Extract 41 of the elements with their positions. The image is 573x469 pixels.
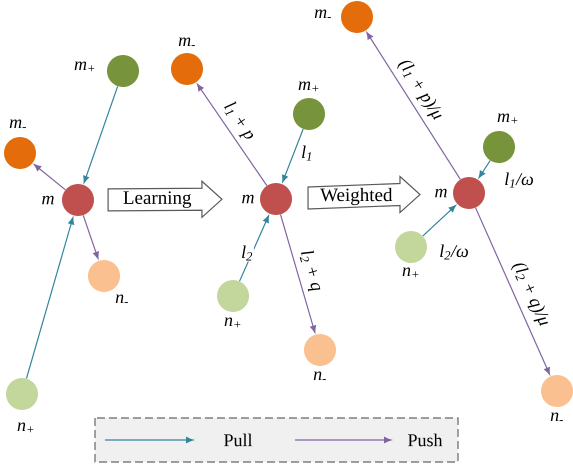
- edge-label: Weighted: [320, 188, 392, 206]
- node-label: n$_{+}$: [224, 317, 240, 328]
- edge-label: l$_{2}$ + q: [296, 247, 326, 294]
- edge-label: Learning: [123, 191, 192, 208]
- edge-label: (l$_{1}$ + p)/μ: [394, 55, 447, 124]
- arrow: [280, 214, 316, 333]
- node-label: m$_{+}$: [298, 81, 318, 92]
- node-label: m$_{-}$: [178, 37, 195, 46]
- edge-label: l$_{2}$: [240, 244, 254, 262]
- legend-label: Push: [408, 434, 442, 446]
- node-label: m$_{-}$: [314, 9, 331, 18]
- node-label: n$_{+}$: [18, 422, 34, 432]
- edge-label: (l$_{2}$ + q)/μ: [508, 258, 554, 330]
- node-label: n$_{+}$: [402, 267, 418, 278]
- edge-label: l$_{1}$ + p: [219, 98, 259, 145]
- arrow: [475, 208, 550, 375]
- node-label: m$_{+}$: [74, 61, 94, 72]
- arrow: [82, 215, 99, 260]
- arrow: [366, 32, 461, 180]
- node-label: m: [242, 194, 254, 204]
- node-label: m$_{-}$: [10, 119, 26, 128]
- edge-label: l$_{1}$: [300, 144, 314, 162]
- arrow: [422, 205, 456, 236]
- arrow: [196, 84, 268, 186]
- node-label: m: [42, 196, 54, 204]
- arrow: [83, 86, 118, 184]
- arrow: [26, 217, 74, 379]
- node-label: m: [435, 188, 447, 198]
- node-label: n$_{-}$: [550, 412, 563, 422]
- legend-label: Pull: [224, 434, 252, 446]
- arrow: [239, 215, 270, 282]
- edge-label: l$_{1}$/ω: [503, 171, 535, 189]
- node-label: m$_{+}$: [498, 113, 518, 124]
- block-arrow: [108, 180, 223, 219]
- arrow: [478, 160, 491, 178]
- arrow: [34, 164, 66, 190]
- block-arrow: [307, 175, 421, 214]
- node-label: n$_{-}$: [314, 371, 326, 380]
- arrow: [282, 128, 304, 182]
- edge-label: l$_{2}$/ω: [438, 243, 470, 261]
- node-label: n$_{-}$: [116, 294, 128, 304]
